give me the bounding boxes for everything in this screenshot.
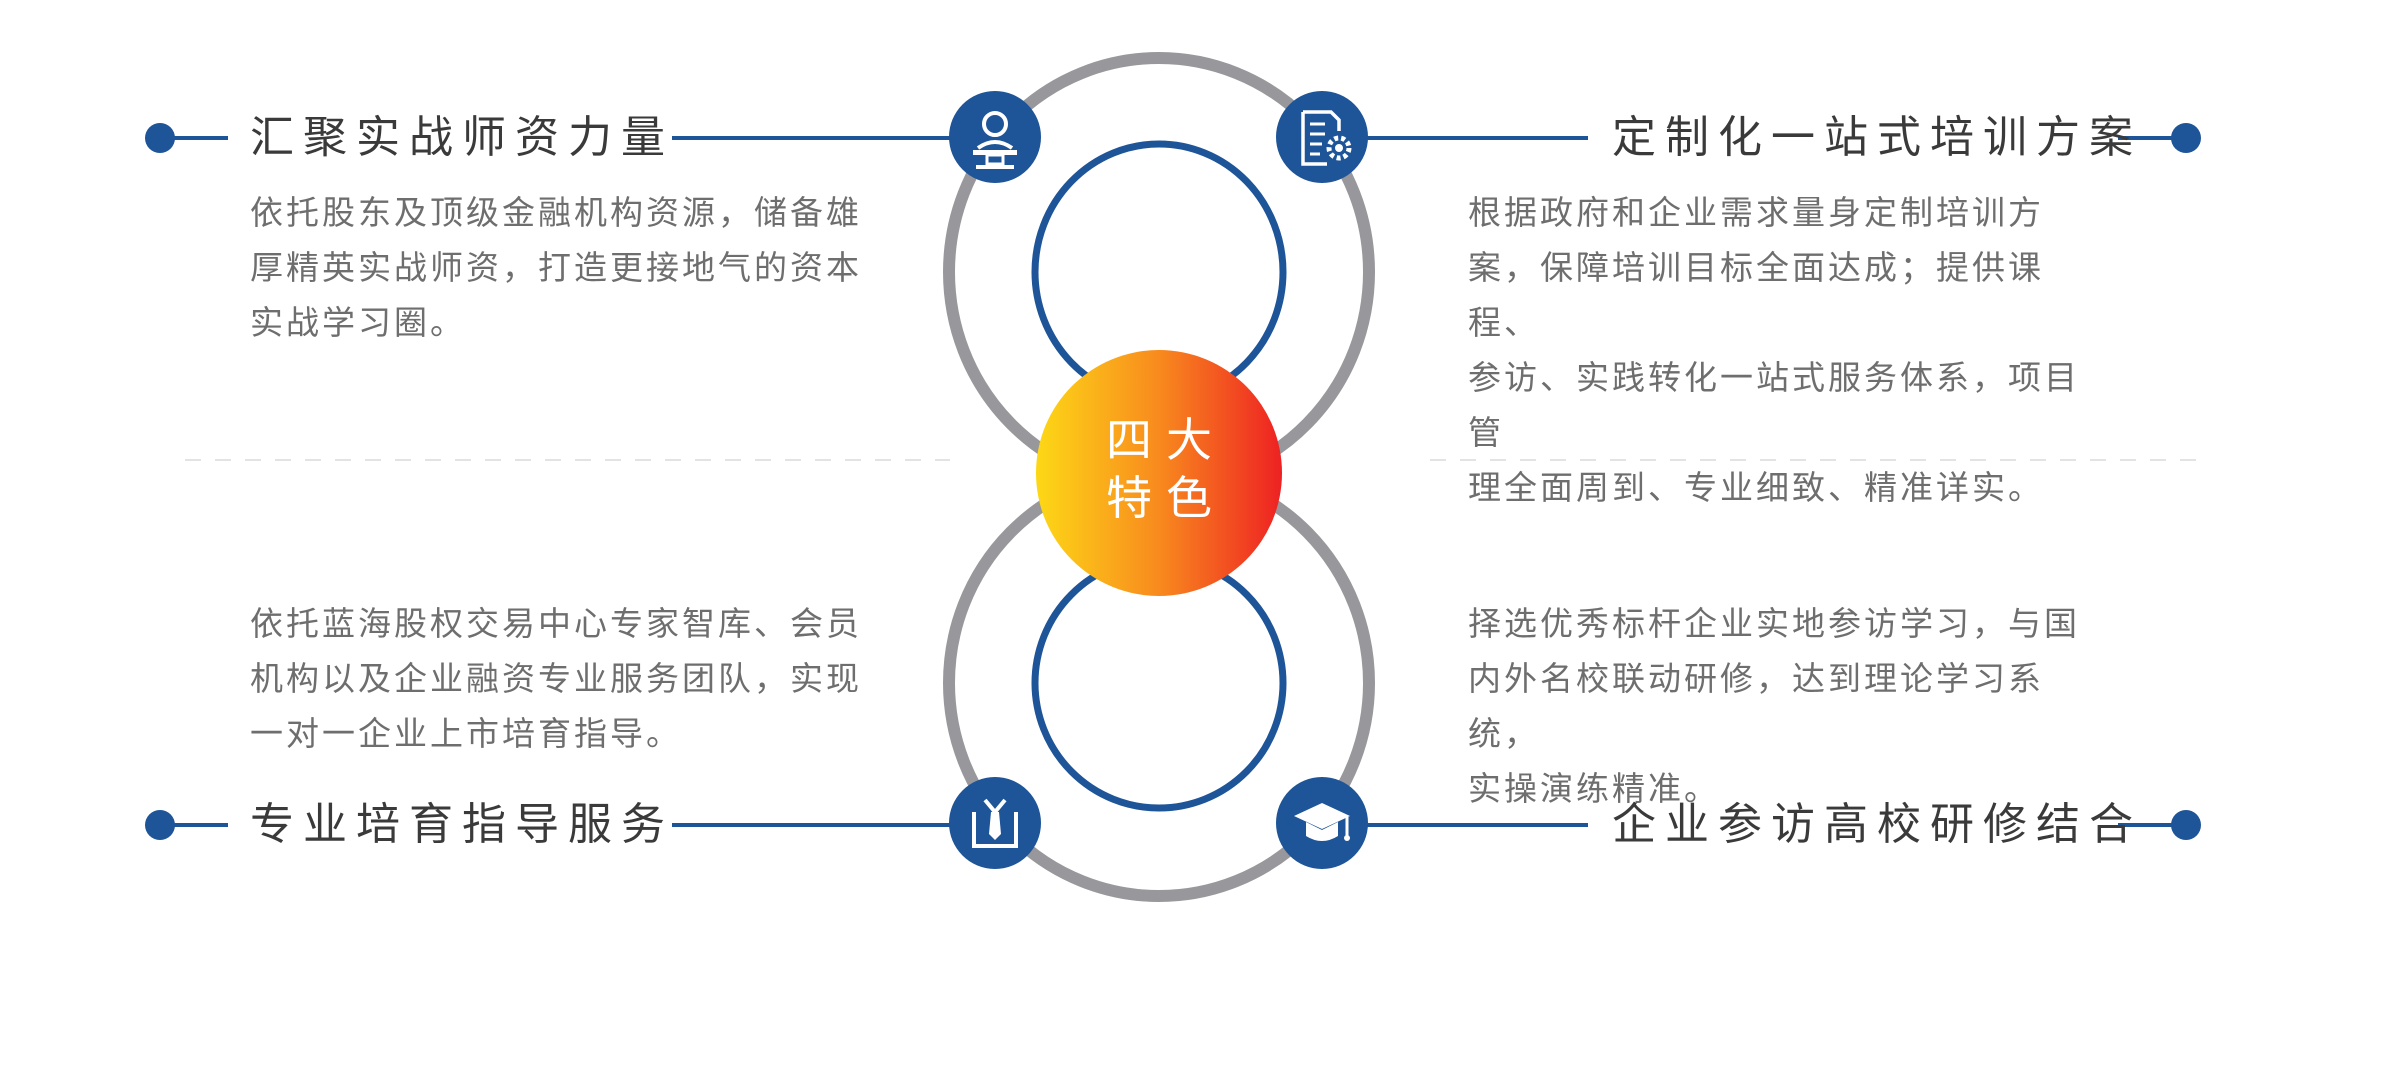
feature-title-custom-plan: 定制化一站式培训方案 [1612, 112, 2142, 163]
connector-top-left [145, 123, 955, 153]
desc-line: 厚精英实战师资，打造更接地气的资本 [250, 248, 862, 287]
desc-line: 依托股东及顶级金融机构资源，储备雄 [250, 193, 862, 232]
center-label-line2: 特色 [1106, 471, 1226, 525]
center-label-line1: 四大 [1106, 413, 1226, 467]
feature-title-faculty: 汇聚实战师资力量 [250, 112, 674, 163]
desc-line: 实操演练精准。 [1468, 769, 1720, 808]
desc-line: 一对一企业上市培育指导。 [250, 714, 682, 753]
desc-line: 实战学习圈。 [250, 303, 466, 342]
feature-desc-visits-study: 择选优秀标杆企业实地参访学习，与国 内外名校联动研修，达到理论学习系统， 实操演… [1468, 596, 2108, 816]
desc-line: 机构以及企业融资专业服务团队，实现 [250, 659, 862, 698]
feature-title-visits-study: 企业参访高校研修结合 [1612, 799, 2142, 850]
desc-line: 参访、实践转化一站式服务体系，项目管 [1468, 358, 2080, 452]
connector-bottom-right [1365, 810, 2201, 840]
center-label: 四大 特色 [1039, 411, 1279, 527]
desc-line: 根据政府和企业需求量身定制培训方 [1468, 193, 2044, 232]
graduation-cap-icon [1276, 777, 1368, 869]
feature-desc-faculty: 依托股东及顶级金融机构资源，储备雄 厚精英实战师资，打造更接地气的资本 实战学习… [250, 185, 890, 350]
desc-line: 择选优秀标杆企业实地参访学习，与国 [1468, 604, 2080, 643]
business-person-tie-icon [949, 777, 1041, 869]
desc-line: 依托蓝海股权交易中心专家智库、会员 [250, 604, 862, 643]
teacher-podium-icon [949, 91, 1041, 183]
center-circle [1036, 350, 1282, 596]
feature-title-guidance: 专业培育指导服务 [250, 799, 674, 850]
document-gear-icon [1276, 91, 1368, 183]
connector-bottom-left [145, 810, 955, 840]
desc-line: 案，保障培训目标全面达成；提供课程、 [1468, 248, 2044, 342]
desc-line: 内外名校联动研修，达到理论学习系统， [1468, 659, 2044, 753]
feature-desc-guidance: 依托蓝海股权交易中心专家智库、会员 机构以及企业融资专业服务团队，实现 一对一企… [250, 596, 890, 761]
desc-line: 理全面周到、专业细致、精准详实。 [1468, 468, 2044, 507]
feature-desc-custom-plan: 根据政府和企业需求量身定制培训方 案，保障培训目标全面达成；提供课程、 参访、实… [1468, 185, 2108, 515]
connector-top-right [1365, 123, 2201, 153]
